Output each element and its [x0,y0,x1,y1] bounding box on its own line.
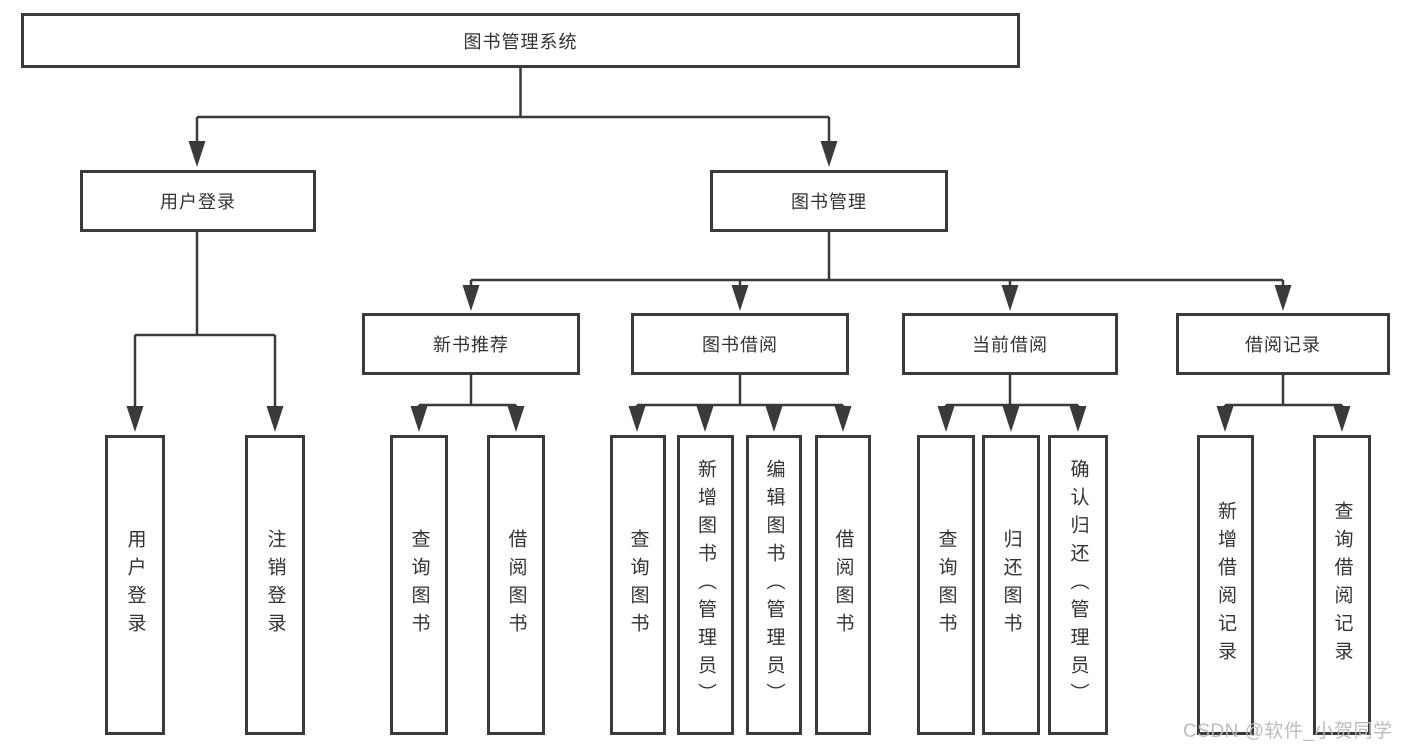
node-book-borrowing: 图书借阅 [631,313,849,375]
leaf-query-books-current: 查询图书 [917,435,975,735]
leaf-query-books-borrowing: 查询图书 [610,435,666,735]
node-new-book-recommendation: 新书推荐 [362,313,580,375]
leaf-return-books: 归还图书 [982,435,1040,735]
connector-user-login-to-leaves [126,232,284,432]
connector-root-to-level2 [188,68,838,167]
leaf-add-borrow-record: 新增借阅记录 [1197,435,1254,735]
leaf-borrow-books-recommendation: 借阅图书 [487,435,545,735]
leaf-query-borrow-record: 查询借阅记录 [1313,435,1371,735]
leaf-query-books-recommendation: 查询图书 [390,435,448,735]
watermark: CSDN @软件_小贺同学 [1183,721,1393,742]
connector-book-borrowing-to-leaves [628,375,852,432]
connector-new-book-recommendation-to-leaves [410,375,525,432]
leaf-confirm-return-admin: 确认归还（管理员） [1048,435,1108,735]
leaf-user-login: 用户登录 [105,435,165,735]
leaf-add-books-admin: 新增图书（管理员） [677,435,734,735]
connector-borrowing-records-to-leaves [1216,375,1351,432]
leaf-edit-books-admin: 编辑图书（管理员） [746,435,802,735]
connector-book-management-to-level3 [462,232,1292,311]
leaf-borrow-books-borrowing: 借阅图书 [815,435,871,735]
connector-current-borrowing-to-leaves [937,375,1087,432]
node-user-login: 用户登录 [80,170,316,232]
node-book-management: 图书管理 [710,170,948,232]
node-library-management-system: 图书管理系统 [21,13,1020,68]
node-borrowing-records: 借阅记录 [1176,313,1390,375]
node-current-borrowing: 当前借阅 [902,313,1118,375]
leaf-logout: 注销登录 [245,435,305,735]
